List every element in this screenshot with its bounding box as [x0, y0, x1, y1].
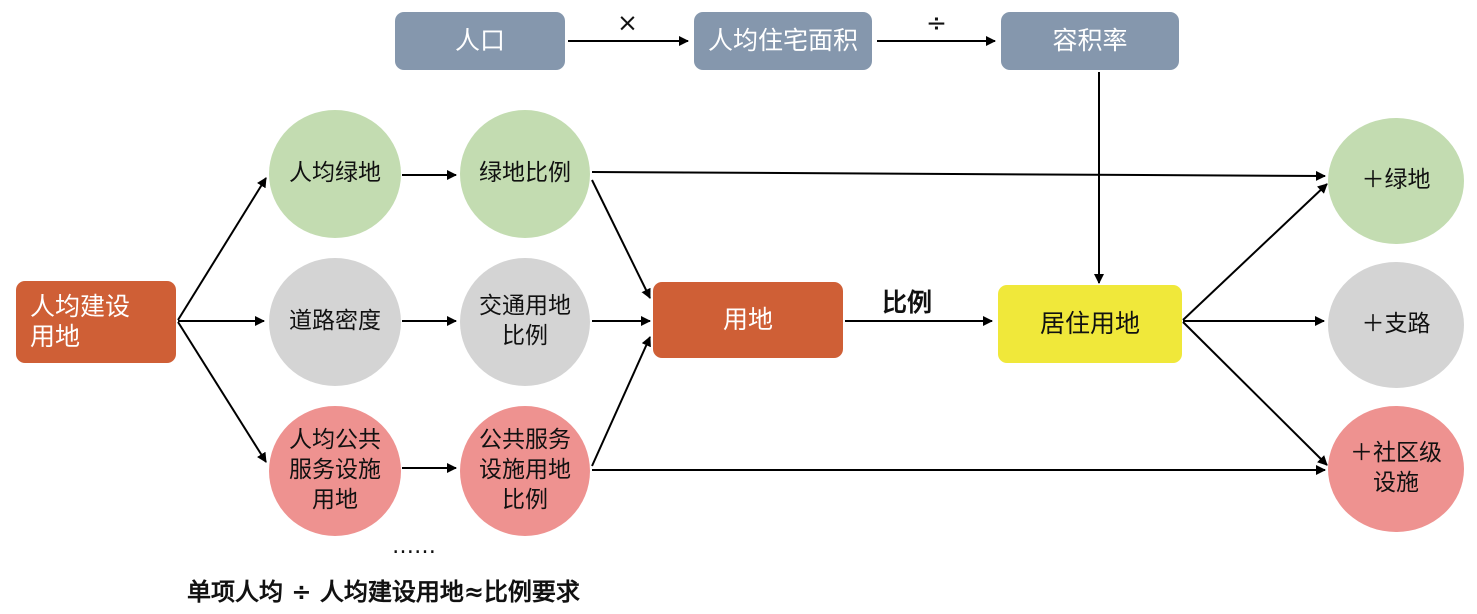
ratio-label: 比例	[882, 288, 933, 317]
plus-green-label: ＋绿地	[1361, 167, 1431, 194]
per-capita-construction-land-box: 人均建设 用地	[16, 281, 176, 363]
road-density-label: 道路密度	[289, 308, 381, 335]
per-capita-public-facilities-label: 人均公共 服务设施 用地	[289, 427, 381, 513]
arrow-residential-to-plus-facilities	[1182, 321, 1328, 466]
population-box: 人口	[395, 12, 565, 70]
land-box: 用地	[653, 282, 843, 358]
arrow-start-to-green	[177, 177, 267, 321]
arrow-green-ratio-to-land	[591, 179, 651, 299]
plus-branch-road-label: ＋支路	[1361, 311, 1431, 338]
traffic-land-ratio-label: 交通用地 比例	[479, 293, 571, 349]
residential-land-box: 居住用地	[998, 285, 1182, 363]
public-facilities-ratio-label: 公共服务 设施用地 比例	[479, 427, 571, 513]
per-capita-housing-area-box: 人均住宅面积	[694, 12, 872, 70]
road-density-node: 道路密度	[269, 258, 401, 386]
floor-area-ratio-box: 容积率	[1001, 12, 1179, 70]
per-capita-public-facilities-node: 人均公共 服务设施 用地	[269, 406, 401, 536]
per-capita-housing-area-label: 人均住宅面积	[707, 26, 858, 55]
plus-branch-road-node: ＋支路	[1328, 262, 1464, 388]
per-capita-green-label: 人均绿地	[289, 160, 381, 187]
plus-community-facilities-label: ＋社区级 设施	[1350, 440, 1442, 496]
arrow-start-to-public	[177, 321, 267, 463]
arrow-residential-to-plus-green	[1182, 183, 1328, 321]
plus-community-facilities-node: ＋社区级 设施	[1328, 406, 1464, 532]
residential-land-label: 居住用地	[1039, 309, 1140, 338]
ellipsis: ……	[392, 534, 436, 559]
arrow-public-ratio-to-land	[591, 336, 651, 467]
population-label: 人口	[454, 26, 505, 55]
footnote: 单项人均 ÷ 人均建设用地≈比例要求	[187, 578, 580, 606]
divide-operator: ÷	[926, 8, 947, 37]
public-facilities-ratio-node: 公共服务 设施用地 比例	[460, 406, 590, 536]
arrow-green-ratio-to-plus-green	[591, 170, 1326, 181]
plus-green-node: ＋绿地	[1328, 118, 1464, 244]
green-ratio-node: 绿地比例	[460, 110, 590, 238]
traffic-land-ratio-node: 交通用地 比例	[460, 258, 590, 386]
per-capita-construction-land-label: 人均建设 用地	[30, 292, 131, 351]
floor-area-ratio-label: 容积率	[1052, 26, 1128, 55]
per-capita-green-node: 人均绿地	[269, 110, 401, 238]
green-ratio-label: 绿地比例	[479, 160, 571, 187]
times-operator: ×	[617, 8, 638, 37]
land-label: 用地	[722, 305, 773, 334]
